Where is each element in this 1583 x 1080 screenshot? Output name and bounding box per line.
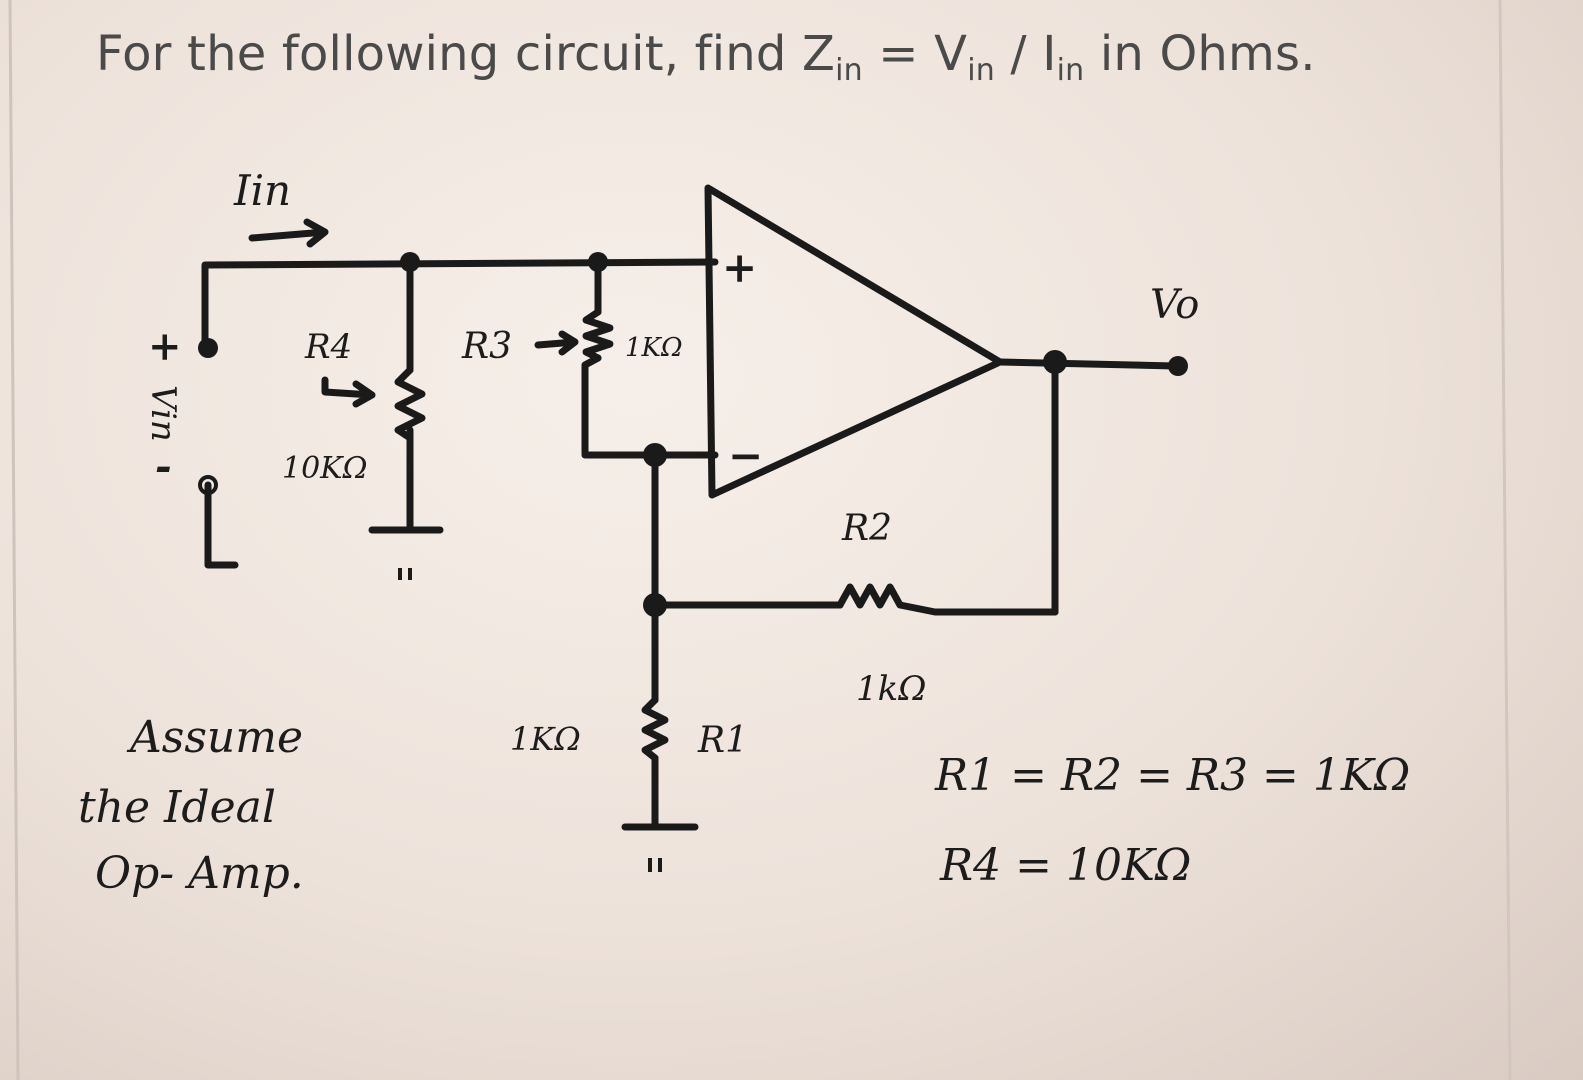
question-text: For the following circuit, find Zin = Vi…: [96, 26, 1316, 88]
opamp-triangle: [704, 184, 1004, 499]
label-r3: R3: [461, 326, 512, 367]
junction-r1-r2: [643, 593, 667, 617]
label-opamp-plus: +: [722, 243, 757, 292]
r3-wire-left: [581, 354, 719, 459]
r1-ground-marks: [648, 858, 662, 872]
r4-arrow: [321, 376, 376, 408]
label-r2-value: 1kΩ: [856, 669, 926, 709]
vo-terminal: [1168, 356, 1188, 376]
label-vin-plus: +: [148, 323, 182, 370]
vin-minus-terminal: [198, 475, 218, 495]
note-assume-3: Op- Amp.: [95, 848, 304, 899]
note-assume-1: Assume: [126, 712, 303, 763]
vin-minus-wire: [204, 481, 239, 569]
label-vin-minus: -: [155, 443, 172, 490]
junction-r3: [588, 252, 608, 272]
label-opamp-minus: −: [728, 431, 763, 480]
r3-resistor: [582, 308, 614, 362]
label-iin: Iin: [233, 166, 291, 215]
label-r1-value: 1KΩ: [510, 720, 581, 758]
label-r4-value: 10KΩ: [282, 451, 367, 486]
junction-r4: [400, 252, 420, 272]
r4-ground-marks: [398, 568, 412, 580]
note-resistor-values: R1 = R2 = R3 = 1KΩ: [934, 750, 1410, 801]
label-r1: R1: [697, 720, 748, 761]
label-r4: R4: [304, 327, 352, 367]
note-r4-value: R4 = 10KΩ: [939, 840, 1191, 891]
junction-minus: [643, 443, 667, 467]
r3-arrow: [534, 330, 579, 356]
label-r3-value: 1KΩ: [625, 333, 683, 363]
r4-resistor: [394, 366, 426, 442]
label-vin: Vin: [143, 385, 183, 442]
note-assume-2: the Ideal: [78, 782, 276, 833]
r1-resistor: [641, 696, 669, 762]
label-r2: R2: [841, 508, 892, 549]
output-wire: [996, 358, 1179, 370]
top-wire: [201, 258, 719, 349]
iin-arrow: [248, 218, 329, 248]
label-vo: Vo: [1150, 282, 1199, 328]
junction-output: [1043, 350, 1067, 374]
vin-plus-terminal: [198, 338, 218, 358]
r2-resistor: [836, 583, 1059, 616]
